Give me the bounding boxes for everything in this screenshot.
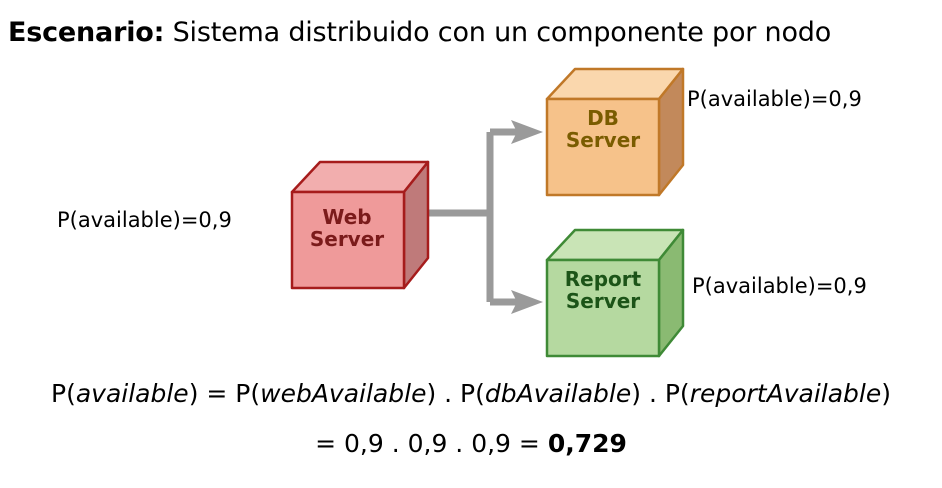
web-probability-label: P(available)=0,9 (57, 208, 232, 232)
formula-line-1: P(available) = P(webAvailable) . P(dbAva… (0, 378, 942, 410)
formula-var-db-available: dbAvailable (484, 379, 632, 408)
formula-p4: ) . P( (631, 379, 690, 408)
arrowhead-report-icon (511, 290, 543, 314)
formula-p1: P( (51, 379, 76, 408)
formula-var-report-available: reportAvailable (689, 379, 882, 408)
formula-var-available: available (75, 379, 189, 408)
formula-computation: = 0,9 . 0,9 . 0,9 = (315, 429, 548, 458)
page-title-text: Sistema distribuido con un componente po… (164, 17, 832, 48)
formula-var-web-available: webAvailable (260, 379, 427, 408)
web-server-cube-icon (290, 160, 430, 290)
node-report-server[interactable]: Report Server (545, 228, 685, 358)
report-server-cube-icon (545, 228, 685, 358)
node-web-server[interactable]: Web Server (290, 160, 430, 290)
node-db-server[interactable]: DB Server (545, 67, 685, 197)
formula-line-2: = 0,9 . 0,9 . 0,9 = 0,729 (0, 428, 942, 460)
arrowhead-db-icon (511, 120, 543, 144)
formula-p3: ) . P( (426, 379, 485, 408)
db-server-cube-icon (545, 67, 685, 197)
formula-result: 0,729 (547, 429, 627, 458)
formula-p5: ) (881, 379, 891, 408)
page-title-prefix: Escenario: (8, 17, 165, 48)
report-probability-label: P(available)=0,9 (692, 274, 867, 298)
formula-p2: ) = P( (188, 379, 261, 408)
db-probability-label: P(available)=0,9 (687, 87, 862, 111)
page-title: Escenario: Sistema distribuido con un co… (8, 16, 831, 50)
